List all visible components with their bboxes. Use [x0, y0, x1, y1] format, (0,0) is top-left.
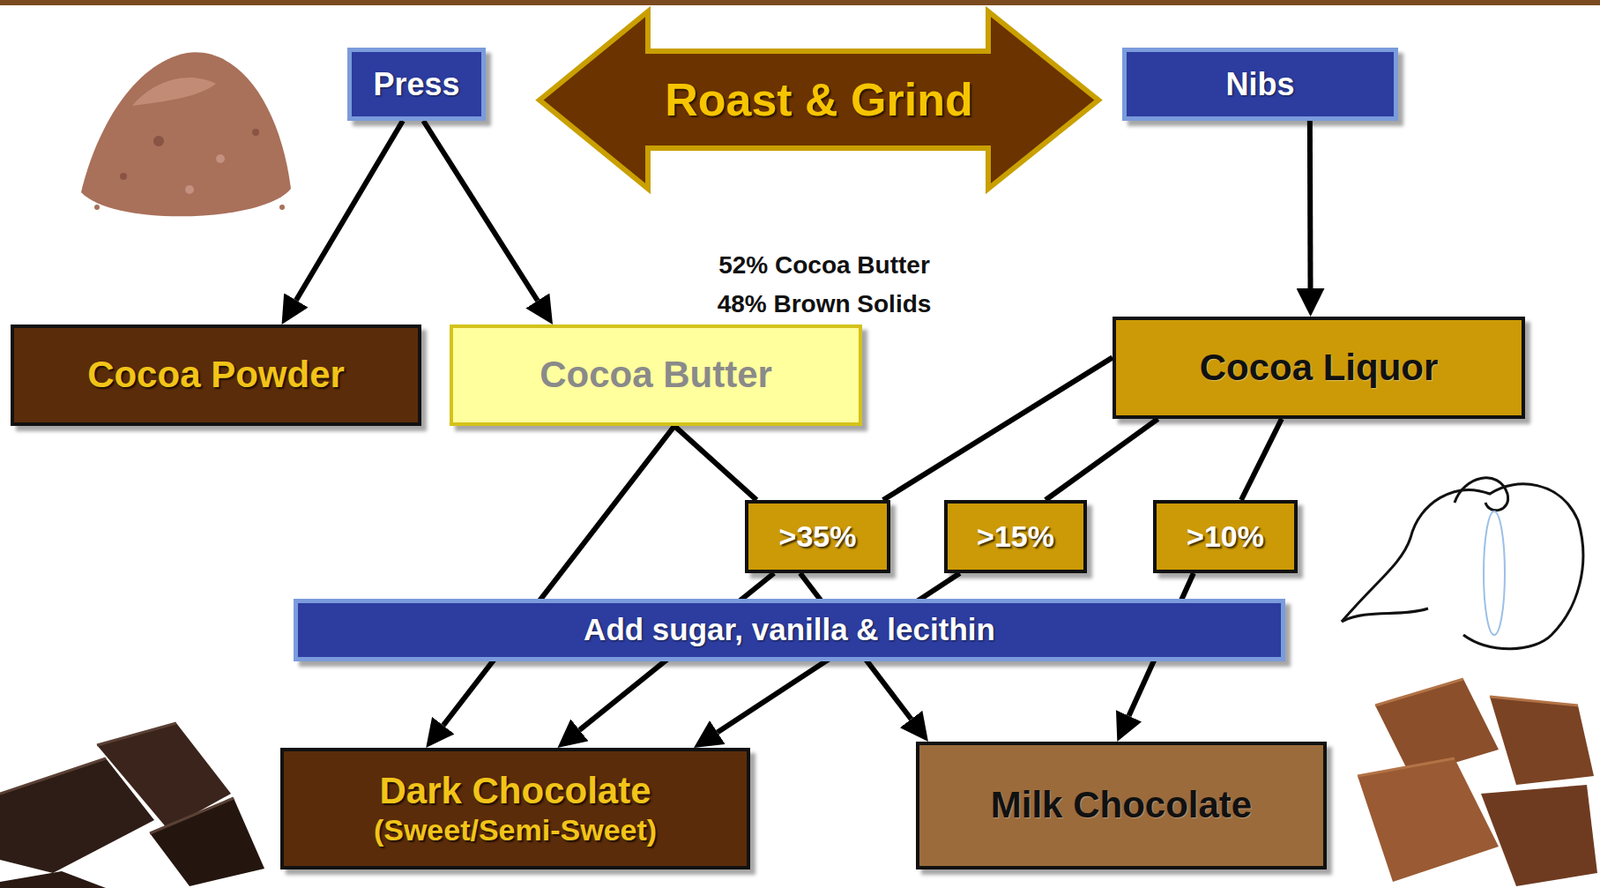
percentage-box: >35%: [744, 499, 891, 574]
product-box: Cocoa Liquor: [1112, 316, 1526, 419]
node-title: Milk Chocolate: [990, 783, 1252, 827]
node-title: Nibs: [1225, 66, 1295, 103]
chocolate-piece: [0, 870, 106, 888]
node-title: >35%: [779, 519, 857, 554]
flow-arrow: [296, 120, 403, 300]
chocolate-piece: [149, 797, 265, 886]
node-subtitle: (Sweet/Semi-Sweet): [373, 812, 657, 848]
process-band: Add sugar, vanilla & lecithin: [293, 598, 1286, 662]
node-title: Cocoa Powder: [87, 353, 345, 396]
node-title: Press: [372, 66, 460, 103]
result-box: Dark Chocolate(Sweet/Semi-Sweet): [280, 747, 751, 870]
top-bar: [0, 0, 1600, 6]
powder-grain: [252, 128, 260, 136]
milk-chocolate-pieces: [1357, 678, 1598, 886]
chocolate-highlight: [1357, 678, 1578, 776]
composition-note: 48% Brown Solids: [717, 290, 932, 319]
product-box: Cocoa Butter: [449, 324, 863, 426]
process-step-box: Nibs: [1122, 47, 1399, 121]
node-title: >15%: [976, 519, 1055, 554]
node-title: Roast & Grind: [664, 74, 974, 127]
percentage-box: >15%: [944, 499, 1087, 574]
product-box: Cocoa Powder: [10, 324, 422, 426]
percentage-box: >10%: [1153, 499, 1298, 574]
powder-grain: [279, 204, 285, 210]
result-box: Milk Chocolate: [915, 741, 1327, 870]
double-arrow-outline: [539, 11, 1099, 189]
connector-line: [1045, 418, 1158, 500]
double-arrow-banner: Roast & Grind: [535, 7, 1102, 193]
jug-curl: [1454, 477, 1509, 511]
jug-outline: [1341, 483, 1584, 649]
flow-arrow: [423, 120, 538, 301]
chocolate-highlight: [0, 722, 234, 834]
chocolate-piece: [1357, 758, 1499, 882]
powder-grain: [119, 172, 127, 180]
flow-arrow: [1307, 120, 1314, 289]
node-title: Cocoa Liquor: [1199, 346, 1439, 389]
connector-line: [1241, 418, 1282, 500]
powder-mound: [81, 52, 291, 216]
node-title: Cocoa Butter: [539, 353, 773, 396]
powder-grain: [94, 204, 100, 210]
process-step-box: Press: [347, 47, 485, 121]
powder-highlight: [132, 77, 216, 106]
jug-milk: [1483, 511, 1505, 635]
chocolate-piece: [1489, 696, 1594, 785]
jug-spout: [1341, 608, 1429, 622]
dark-chocolate-pieces: [0, 722, 265, 888]
node-title: Add sugar, vanilla & lecithin: [583, 611, 996, 648]
milk-jug-sketch: [1341, 477, 1584, 649]
cocoa-powder-pile: [81, 52, 291, 216]
chocolate-piece: [1480, 784, 1598, 886]
powder-grain: [215, 154, 225, 164]
node-title: >10%: [1186, 519, 1265, 554]
powder-grain: [185, 185, 194, 194]
powder-grain: [153, 135, 164, 147]
node-title: Dark Chocolate: [379, 769, 651, 812]
composition-note: 52% Cocoa Butter: [718, 251, 931, 280]
connector-line: [674, 425, 757, 500]
